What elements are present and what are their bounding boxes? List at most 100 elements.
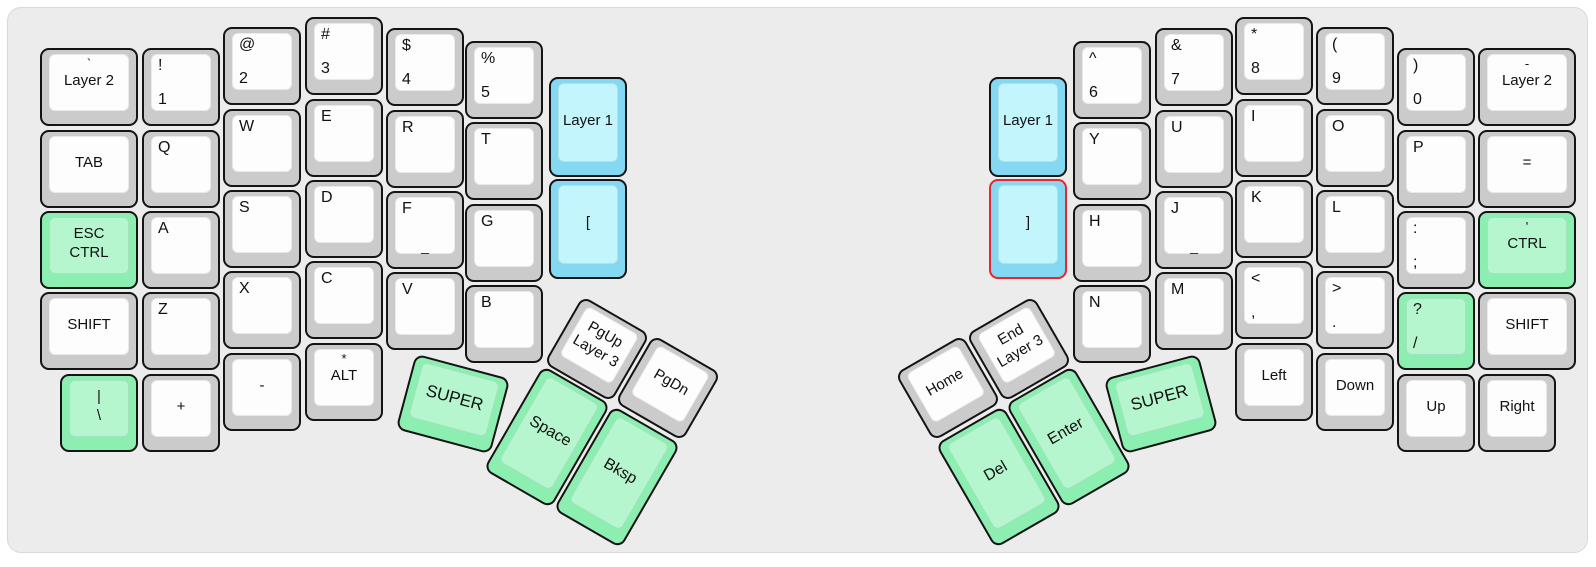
key-i[interactable]: I [1235,99,1313,177]
key-c[interactable]: C [305,261,383,339]
key-m[interactable]: M [1155,272,1233,350]
key-label: J [1171,200,1179,217]
key-semicolon[interactable]: :; [1397,211,1475,289]
key-k[interactable]: K [1235,180,1313,258]
key-comma[interactable]: <, [1235,261,1313,339]
key-plus[interactable]: + [142,374,220,452]
key-q[interactable]: Q [142,130,220,208]
key-minus[interactable]: - [223,353,301,431]
key-label: ^ [1089,50,1097,67]
key-label: = [1522,153,1532,171]
key-up-arrow[interactable]: Up [1397,374,1475,452]
key-d[interactable]: D [305,180,383,258]
keycap-top: !1 [151,54,211,111]
key-b[interactable]: B [465,285,543,363]
key-j[interactable]: J_ [1155,191,1233,269]
key-dollar-4[interactable]: $4 [386,28,464,106]
key-shift-left[interactable]: SHIFT [40,292,138,370]
key-tab[interactable]: TAB [40,130,138,208]
key-u[interactable]: U [1155,110,1233,188]
key-n[interactable]: N [1073,285,1151,363]
key-label: L [1332,199,1341,216]
key-t[interactable]: T [465,122,543,200]
key-x[interactable]: X [223,271,301,349]
key-quote-ctrl[interactable]: 'CTRL [1478,211,1576,289]
keycap-top: ^6 [1082,47,1142,104]
key-star-alt[interactable]: *ALT [305,343,383,421]
keycap-top: X [232,277,292,334]
key-label: ] [1025,213,1031,231]
key-amp-7[interactable]: &7 [1155,28,1233,106]
key-label: , [1251,304,1256,321]
key-label: Right [1499,397,1535,415]
keycap-top: A [151,217,211,274]
key-l[interactable]: L [1316,190,1394,268]
key-label: ` [86,56,92,71]
key-label: 8 [1251,60,1260,77]
key-label: A [158,220,169,237]
key-o[interactable]: O [1316,109,1394,187]
keycap-top: C [314,267,374,324]
keycap-top: SUPER [1113,361,1206,438]
key-paren-9[interactable]: (9 [1316,27,1394,105]
key-s[interactable]: S [223,190,301,268]
key-h[interactable]: H [1073,204,1151,282]
key-caret-6[interactable]: ^6 [1073,41,1151,119]
key-label: PgDn [650,365,693,399]
key-lbracket[interactable]: [ [549,179,627,279]
key-g[interactable]: G [465,204,543,282]
key-label: N [1089,294,1101,311]
key-label: E [321,108,332,125]
key-excl-1[interactable]: !1 [142,48,220,126]
keycap-top: Right [1487,380,1547,437]
key-percent-5[interactable]: %5 [465,41,543,119]
key-f[interactable]: F_ [386,191,464,269]
keycap-top: I [1244,105,1304,162]
key-dash-layer2[interactable]: -Layer 2 [1478,48,1576,126]
key-rbracket[interactable]: ] [989,179,1067,279]
key-hash-3[interactable]: #3 [305,17,383,95]
key-e[interactable]: E [305,99,383,177]
key-label: M [1171,281,1185,298]
key-w[interactable]: W [223,109,301,187]
key-shift-right[interactable]: SHIFT [1478,292,1576,370]
key-right-arrow[interactable]: Right [1478,374,1556,452]
key-p[interactable]: P [1397,130,1475,208]
key-equals[interactable]: = [1478,130,1576,208]
key-question-slash[interactable]: ?/ [1397,292,1475,370]
key-label: 1 [158,91,167,108]
key-label: I [1251,108,1256,125]
key-period[interactable]: >. [1316,271,1394,349]
keycap-top: Z [151,298,211,355]
key-label: $ [402,37,411,54]
key-v[interactable]: V [386,272,464,350]
key-label: > [1332,280,1342,297]
key-paren-0[interactable]: )0 [1397,48,1475,126]
key-left-arrow[interactable]: Left [1235,343,1313,421]
key-label: Up [1426,397,1446,415]
key-label: U [1171,119,1183,136]
key-label: SHIFT [67,315,111,333]
keycap-top: M [1164,278,1224,335]
keycap-top: U [1164,116,1224,173]
key-layer1-right[interactable]: Layer 1 [989,77,1067,177]
key-at-2[interactable]: @2 [223,27,301,105]
key-r[interactable]: R [386,110,464,188]
key-label: D [321,189,333,206]
key-y[interactable]: Y [1073,122,1151,200]
key-a[interactable]: A [142,211,220,289]
keycap-top: W [232,115,292,172]
key-label: ( [1332,36,1338,53]
key-label: Q [158,139,171,156]
key-label: 6 [1089,84,1098,101]
key-star-8[interactable]: *8 [1235,17,1313,95]
key-grave-layer2[interactable]: `Layer 2 [40,48,138,126]
key-z[interactable]: Z [142,292,220,370]
key-layer1-left[interactable]: Layer 1 [549,77,627,177]
keycap-top: - [232,359,292,416]
key-pipe-backslash[interactable]: |\ [60,374,138,452]
key-down-arrow[interactable]: Down [1316,353,1394,431]
